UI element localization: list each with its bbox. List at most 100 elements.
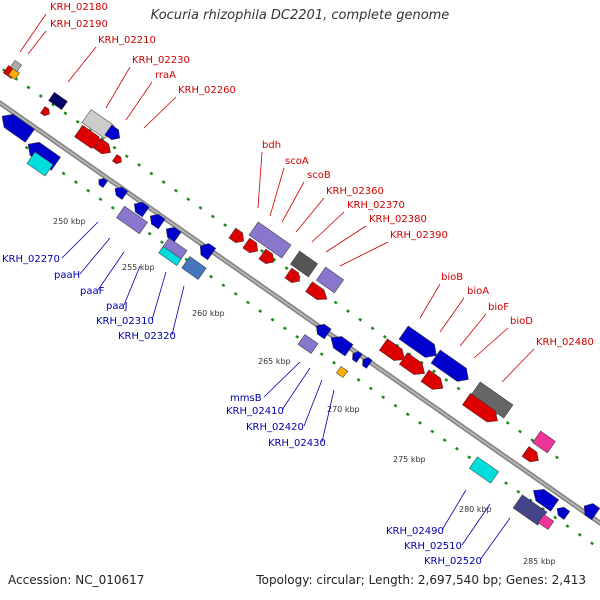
kbp-label: 285 kbp [523,557,556,566]
gene-bdh-shape [248,221,292,259]
tick-line-upper [0,65,562,462]
gene-label-top: KRH_02180 [50,2,108,13]
gene-label-top: bioA [467,286,489,297]
gene-bioa [430,349,469,382]
gene-krh02210-b [48,91,68,111]
gene-scob-shape [258,248,275,264]
gene-label-bottom: KRH_02490 [386,526,444,537]
gene-krh02320-shape [200,243,217,261]
gene-scoa [242,237,259,253]
kbp-label: 270 kbp [327,405,360,414]
gene-label-top: bioF [488,302,509,313]
gene-krh02480-shape [470,381,514,419]
gene-krh02230 [81,109,115,139]
gene-krh02260-c-shape [112,154,122,165]
gene-krh02480-b-shape [462,393,498,423]
label-leader-top [339,241,389,267]
label-leader-top [325,225,367,253]
gene-krh02230-shape [81,109,115,139]
gene-bdh-b [228,227,245,243]
gene-krh02520 [537,514,555,530]
gene-rev-1 [1,114,35,143]
gene-label-top: KRH_02230 [132,55,190,66]
label-leader-top [281,181,305,223]
gene-paaf-shape [149,214,166,230]
gene-label-bottom: KRH_02270 [2,254,60,265]
gene-label-top: KRH_02370 [347,200,405,211]
gene-label-bottom: paaF [80,286,105,297]
label-leader-bottom [263,361,301,398]
gene-krh02270 [98,177,108,188]
label-leader-bottom [123,265,141,306]
gene-krh02310-b [158,246,182,266]
label-leader-bottom [281,367,311,411]
label-leader-top [19,13,47,53]
gene-biob [398,325,437,358]
label-leader-bottom [97,251,125,291]
gene-krh02380 [316,266,344,294]
gene-paaf [149,214,166,230]
gene-krh02510 [512,494,548,526]
gene-rev-2 [27,142,61,171]
gene-paaf-b [116,205,148,235]
gene-mmsb-b-shape [330,336,354,357]
gene-krh02380-shape [316,266,344,294]
gene-rev-2-shape [27,142,61,171]
gene-paah-a-shape [114,186,129,200]
kbp-label: 280 kbp [459,505,492,514]
gene-krh02510-b [556,506,571,520]
gene-label-bottom: KRH_02430 [268,438,326,449]
gene-krh02260-b [93,138,111,155]
label-leader-bottom [151,271,167,321]
label-leader-top [143,96,177,129]
gene-krh02360-shape [290,250,318,278]
kbp-label: 275 kbp [393,455,426,464]
gene-krh02410 [297,334,319,354]
gene-krh02490-shape [468,456,500,484]
label-leader-bottom [79,237,111,275]
gene-label-bottom: mmsB [230,393,262,404]
gene-label-bottom: paaJ [106,301,128,312]
gene-label-top: bdh [262,140,281,151]
label-leader-top [459,313,487,347]
accession-text: Accession: NC_010617 [8,573,145,587]
gene-krh02390 [305,281,328,300]
gene-mmsb-d-shape [362,357,373,369]
gene-bioa-b [378,338,405,361]
gene-label-bottom: KRH_02510 [404,541,462,552]
gene-krh02520-shape [537,514,555,530]
gene-krh02270-cyan-shape [26,151,54,177]
gene-krh02480 [470,381,514,419]
gene-krh02370-shape [284,267,301,283]
gene-label-bottom: KRH_02520 [424,556,482,567]
gene-biod-shape [420,369,444,390]
gene-label-top: scoA [285,156,309,167]
gene-krh02480-c-shape [532,430,556,454]
gene-krh02210-b-shape [48,91,68,111]
gene-biob-shape [398,325,437,358]
gene-krh02270-shape [98,177,108,188]
gene-scob [258,248,275,264]
gene-label-bottom: paaH [54,270,80,281]
gene-label-top: bioD [510,316,533,327]
gene-krh02510-a [533,489,560,512]
gene-label-bottom: KRH_02410 [226,406,284,417]
gene-krh02210 [40,106,50,117]
label-leader-top [473,327,509,359]
gene-label-top: KRH_02190 [50,19,108,30]
gene-mmsb-a [315,324,332,340]
gene-paaj [165,227,182,243]
gene-label-top: scoB [307,170,331,181]
label-leader-bottom [61,221,99,259]
gene-paaf-b-shape [116,205,148,235]
gene-mmsb-c-shape [352,351,363,363]
gene-krh02320-b-shape [181,256,207,280]
gene-label-top: KRH_02360 [326,186,384,197]
label-leader-top [27,30,47,55]
gene-mmsb-c [352,351,363,363]
gene-paah [133,202,150,218]
kbp-label: 260 kbp [192,309,225,318]
gene-biof [398,352,425,375]
gene-bdh [248,221,292,259]
